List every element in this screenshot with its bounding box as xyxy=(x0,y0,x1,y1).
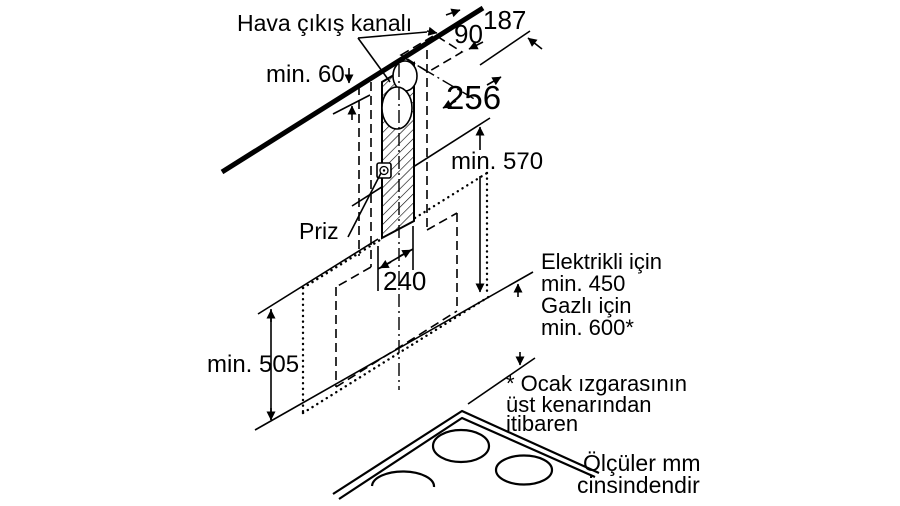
socket-label: Priz xyxy=(299,218,339,244)
socket-outlet-circle xyxy=(379,165,389,176)
dim-min570-label: min. 570 xyxy=(451,148,543,175)
hob-rim-inner xyxy=(338,416,596,500)
units-note-line1: Ölçüler mm xyxy=(583,450,701,476)
duct-leader-arrow xyxy=(426,26,438,36)
hob-clearance-line3: Gazlı için xyxy=(541,293,631,318)
dim-187-label: 187 xyxy=(483,5,526,35)
dimension-arrows xyxy=(266,8,543,421)
footnote-line2: üst kenarından xyxy=(506,392,652,417)
duct-top-edge-line xyxy=(332,94,371,115)
dim-256-label: 256 xyxy=(446,79,501,116)
leader-lines xyxy=(347,26,438,238)
hob-clearance-line4: min. 600* xyxy=(541,315,634,340)
ceiling-line xyxy=(220,5,485,175)
hob-clearance-line1: Elektrikli için xyxy=(541,249,662,274)
dim-90-label: 90 xyxy=(454,19,483,49)
centerlines xyxy=(398,56,477,390)
duct-channel-label: Hava çıkış kanalı xyxy=(237,10,412,36)
dim-min505-label: min. 505 xyxy=(207,351,299,378)
hob-clearance-line2: min. 450 xyxy=(541,271,625,296)
socket-pin-dot xyxy=(382,169,386,172)
hob-rim-outer xyxy=(332,409,600,495)
chimney-top-reference-line xyxy=(351,117,491,207)
dim-240-label: 240 xyxy=(383,266,426,296)
hob-grate-reference-line xyxy=(467,357,536,405)
reference-lines xyxy=(254,30,536,431)
duct-leader-right xyxy=(357,31,428,39)
dim-min60-label: min. 60 xyxy=(266,61,345,88)
socket-leader xyxy=(347,172,382,238)
burner-left xyxy=(370,470,436,488)
duct-leader-left xyxy=(357,37,391,83)
hood-lower-reference-line xyxy=(257,238,379,315)
footnote-line3: itibaren xyxy=(506,411,578,436)
mounting-plane-dotted-outline xyxy=(301,171,492,415)
burner-center xyxy=(431,428,491,464)
text-labels: Hava çıkış kanalı min. 60 187 90 256 min… xyxy=(207,5,701,498)
cooktop xyxy=(332,409,600,500)
units-note-line2: cinsindendir xyxy=(577,472,700,498)
hood-bottom-reference-line xyxy=(254,271,534,431)
ceiling xyxy=(220,5,485,175)
burner-right xyxy=(494,454,554,486)
duct-outlet-circle xyxy=(381,86,413,130)
duct-extension-line xyxy=(479,30,531,66)
ceiling-duct-cutout xyxy=(399,34,464,73)
hood-hidden-outline-dashed xyxy=(335,50,458,388)
footnote-line1: * Ocak ızgarasının xyxy=(506,371,687,396)
chimney-duct-section xyxy=(376,60,418,240)
